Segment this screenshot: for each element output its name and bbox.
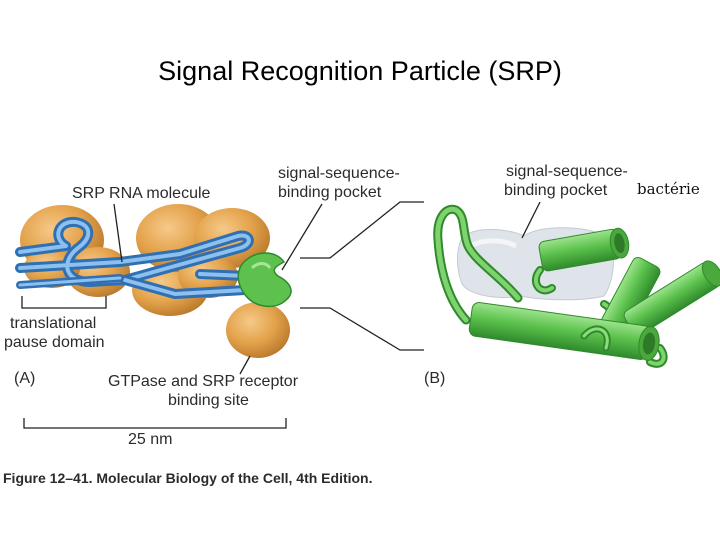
- panel-a-srp-model: SRP RNA molecule signal-sequence- bindin…: [4, 165, 400, 448]
- label-srp-rna: SRP RNA molecule: [72, 185, 211, 202]
- label-gtpase-line2: binding site: [168, 392, 249, 409]
- panel-a-label: (A): [14, 370, 35, 387]
- figure-caption: Figure 12–41. Molecular Biology of the C…: [3, 470, 373, 486]
- scale-bar: [23, 418, 287, 429]
- slide-title: Signal Recognition Particle (SRP): [158, 56, 562, 86]
- label-pause-line1: translational: [10, 315, 96, 332]
- label-pause-line2: pause domain: [4, 334, 105, 351]
- leader-pocket-b: [521, 201, 541, 239]
- scale-bar-label: 25 nm: [128, 431, 172, 448]
- label-pocket-a-line1: signal-sequence-: [278, 165, 400, 182]
- signal-sequence-binding-pocket: [237, 252, 292, 308]
- leader-srp-rna: [113, 203, 123, 263]
- label-pocket-b-line2: binding pocket: [504, 182, 608, 199]
- label-organism: bactérie: [637, 180, 700, 198]
- panel-b-structure: signal-sequence- binding pocket bactérie…: [424, 163, 720, 387]
- zoom-lines: [300, 201, 424, 351]
- label-gtpase-line1: GTPase and SRP receptor: [108, 373, 299, 390]
- label-pocket-b-line1: signal-sequence-: [506, 163, 628, 180]
- panel-b-label: (B): [424, 370, 445, 387]
- leader-pocket-a: [281, 203, 323, 271]
- leader-gtpase: [239, 355, 251, 375]
- label-pocket-a-line2: binding pocket: [278, 184, 382, 201]
- bracket-pause-domain: [21, 296, 107, 309]
- helix-cylinders: [468, 227, 720, 361]
